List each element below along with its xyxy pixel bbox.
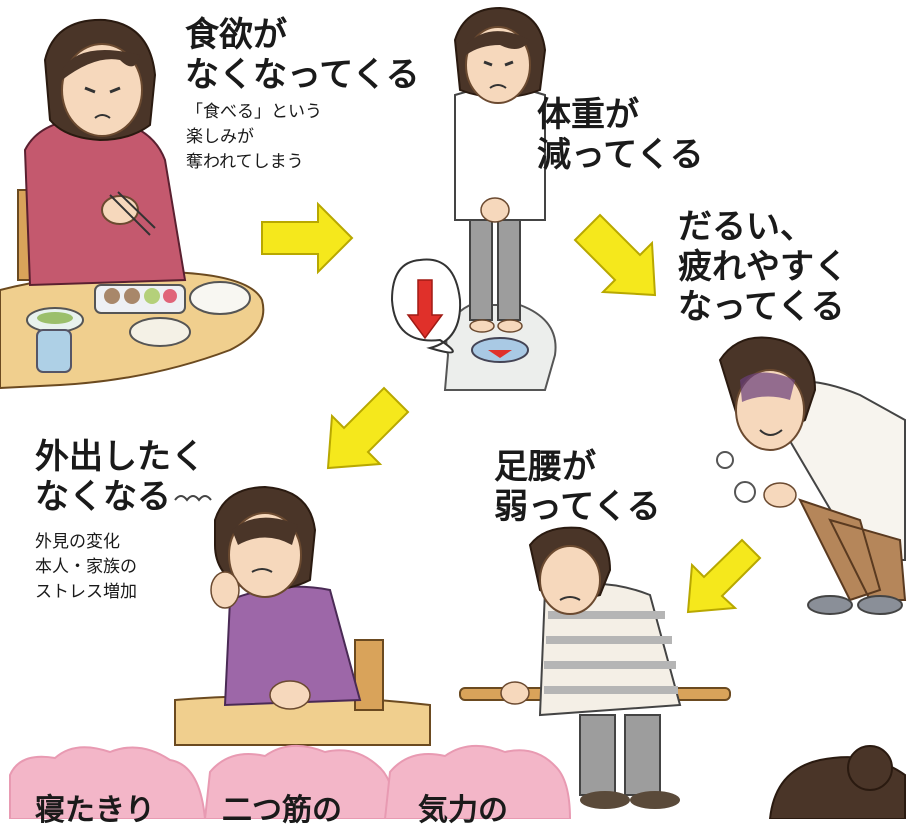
heading-fatigue: だるい、 疲れやすく なってくる [678, 207, 848, 327]
cloud-label-3: 気力の [418, 793, 508, 828]
heading-outing: 外出したく なくなる [35, 437, 205, 517]
cloud-label-1: 寝たきり [35, 793, 155, 828]
heading-weight-line-2: 減ってくる [537, 135, 704, 175]
cloud-label-2: 二つ筋の [222, 793, 342, 828]
arrow-to-outing [326, 386, 410, 470]
note-outing: 外見の変化 本人・家族の ストレス増加 [35, 530, 137, 605]
note-appetite: 「食べる」という 楽しみが 奪われてしまう [186, 100, 322, 175]
heading-fatigue-line-1: だるい、 [678, 207, 814, 247]
scale-woman-illustration [390, 6, 557, 391]
heading-weight: 体重が 減ってくる [537, 95, 704, 175]
rail-woman-illustration [459, 526, 731, 809]
heading-outing-line-2: なくなる [35, 477, 171, 517]
note-appetite-line-2: 楽しみが [186, 127, 254, 147]
heading-legs-line-1: 足腰が [494, 447, 596, 487]
note-outing-line-2: 本人・家族の [35, 557, 137, 577]
note-appetite-line-3: 奪われてしまう [186, 152, 304, 172]
note-outing-line-1: 外見の変化 [35, 532, 120, 552]
heading-legs: 足腰が 弱ってくる [494, 447, 661, 527]
heading-appetite-line-2: なくなってくる [185, 55, 420, 95]
bottom-cloud-2 [203, 744, 397, 819]
heading-weight-line-1: 体重が [537, 95, 639, 135]
note-outing-line-3: ストレス増加 [35, 582, 137, 602]
arrow-appetite-to-weight [261, 201, 354, 275]
note-appetite-line-1: 「食べる」という [186, 102, 322, 122]
bottom-cloud-3 [383, 744, 572, 819]
heading-legs-line-2: 弱ってくる [494, 487, 661, 527]
arrow-fatigue-to-legs [686, 538, 762, 614]
eating-woman-illustration [0, 18, 265, 390]
heading-appetite: 食欲が なくなってくる [185, 15, 420, 95]
heading-outing-line-1: 外出したく [35, 437, 205, 477]
arrow-weight-to-fatigue [573, 213, 657, 297]
heading-fatigue-line-3: なってくる [678, 287, 845, 327]
partial-woman-illustration [768, 745, 906, 819]
tired-woman-illustration [716, 336, 907, 615]
heading-fatigue-line-2: 疲れやすく [678, 247, 848, 287]
bottom-cloud-1 [9, 746, 207, 819]
heading-appetite-line-1: 食欲が [185, 15, 287, 55]
sad-woman-illustration [174, 485, 431, 746]
